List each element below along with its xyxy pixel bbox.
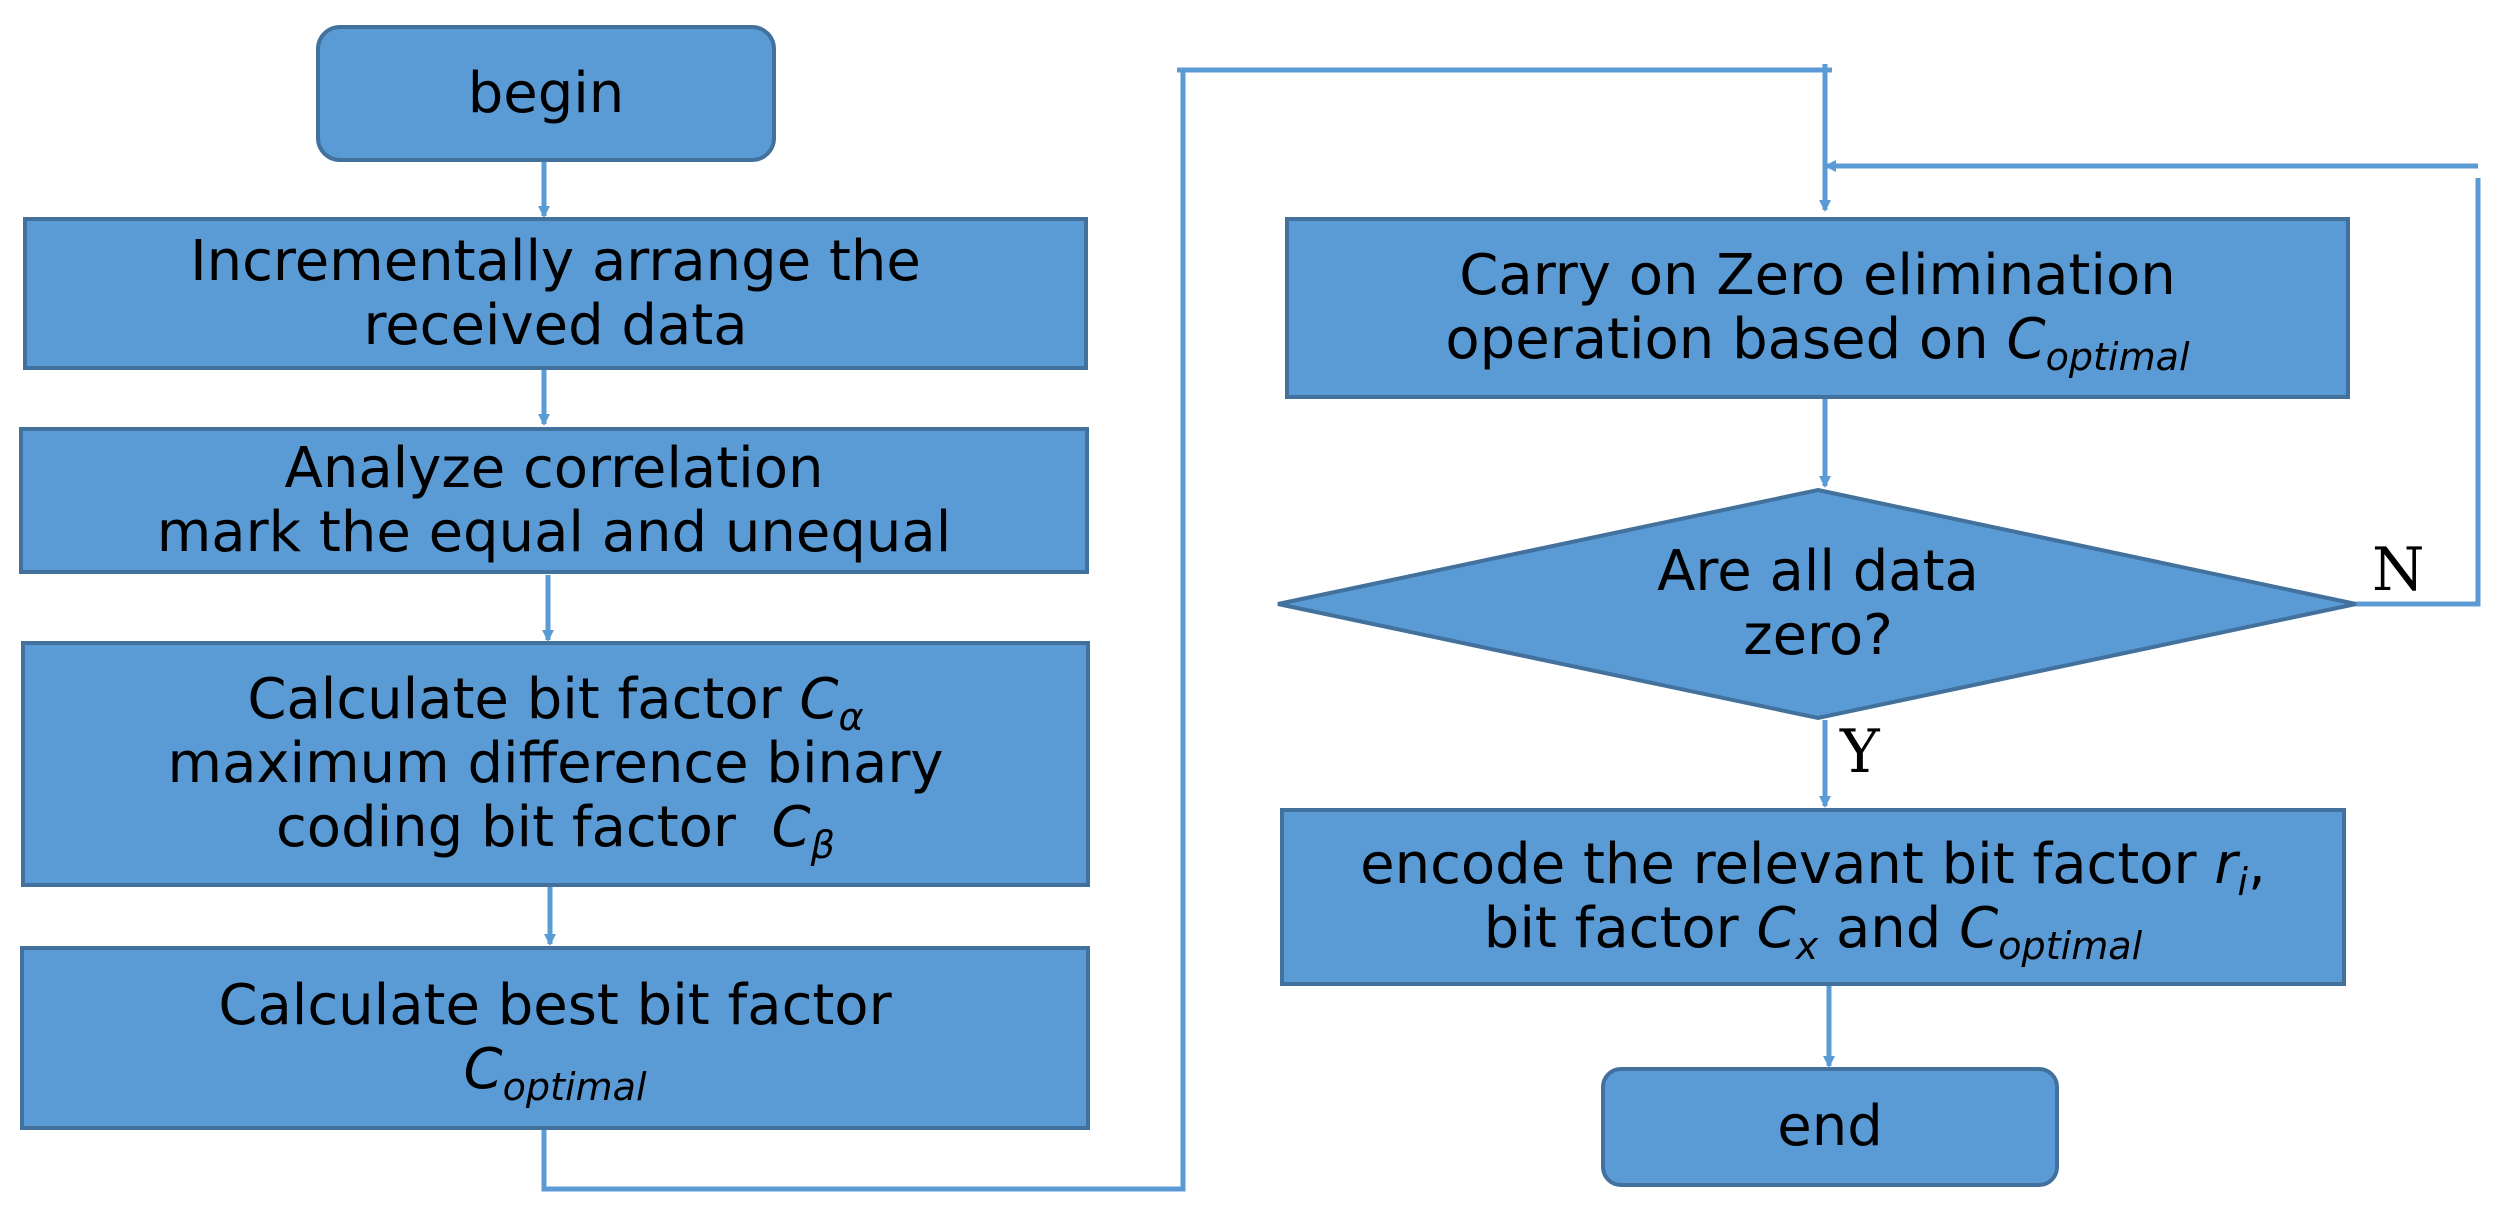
begin-terminal	[316, 25, 776, 162]
encode-box	[1280, 808, 2346, 986]
analyze-box	[19, 427, 1089, 574]
calc-best-box	[20, 946, 1090, 1130]
zero-elim-box	[1285, 217, 2350, 399]
connector-loop-no	[2356, 178, 2481, 607]
branch-label-no: N	[2372, 535, 2425, 605]
connector-calc-best-to-right-column	[541, 67, 1832, 1192]
arrange-box	[23, 217, 1088, 370]
end-terminal	[1601, 1067, 2059, 1187]
decision-diamond	[1277, 487, 2357, 721]
calc-factor-box	[21, 641, 1090, 887]
branch-label-yes: Y	[1840, 717, 1880, 787]
